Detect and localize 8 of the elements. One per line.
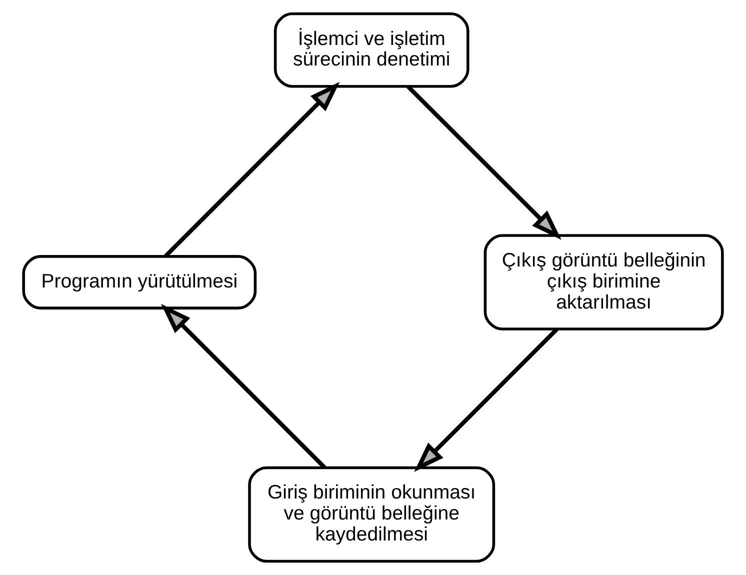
node-box: İşlemci ve işletim sürecinin denetimi [274, 12, 470, 88]
arrow [414, 328, 558, 472]
node-box: Çıkış görüntü belleğinin çıkış birimine aktarılması [484, 234, 724, 330]
node-box: Programın yürütülmesi [22, 255, 257, 310]
arrow [406, 84, 562, 240]
arrow [164, 82, 340, 258]
arrow [160, 304, 326, 469]
node-box: Giriş biriminin okunması ve görüntü belleğine kaydedilmesi [248, 466, 496, 563]
